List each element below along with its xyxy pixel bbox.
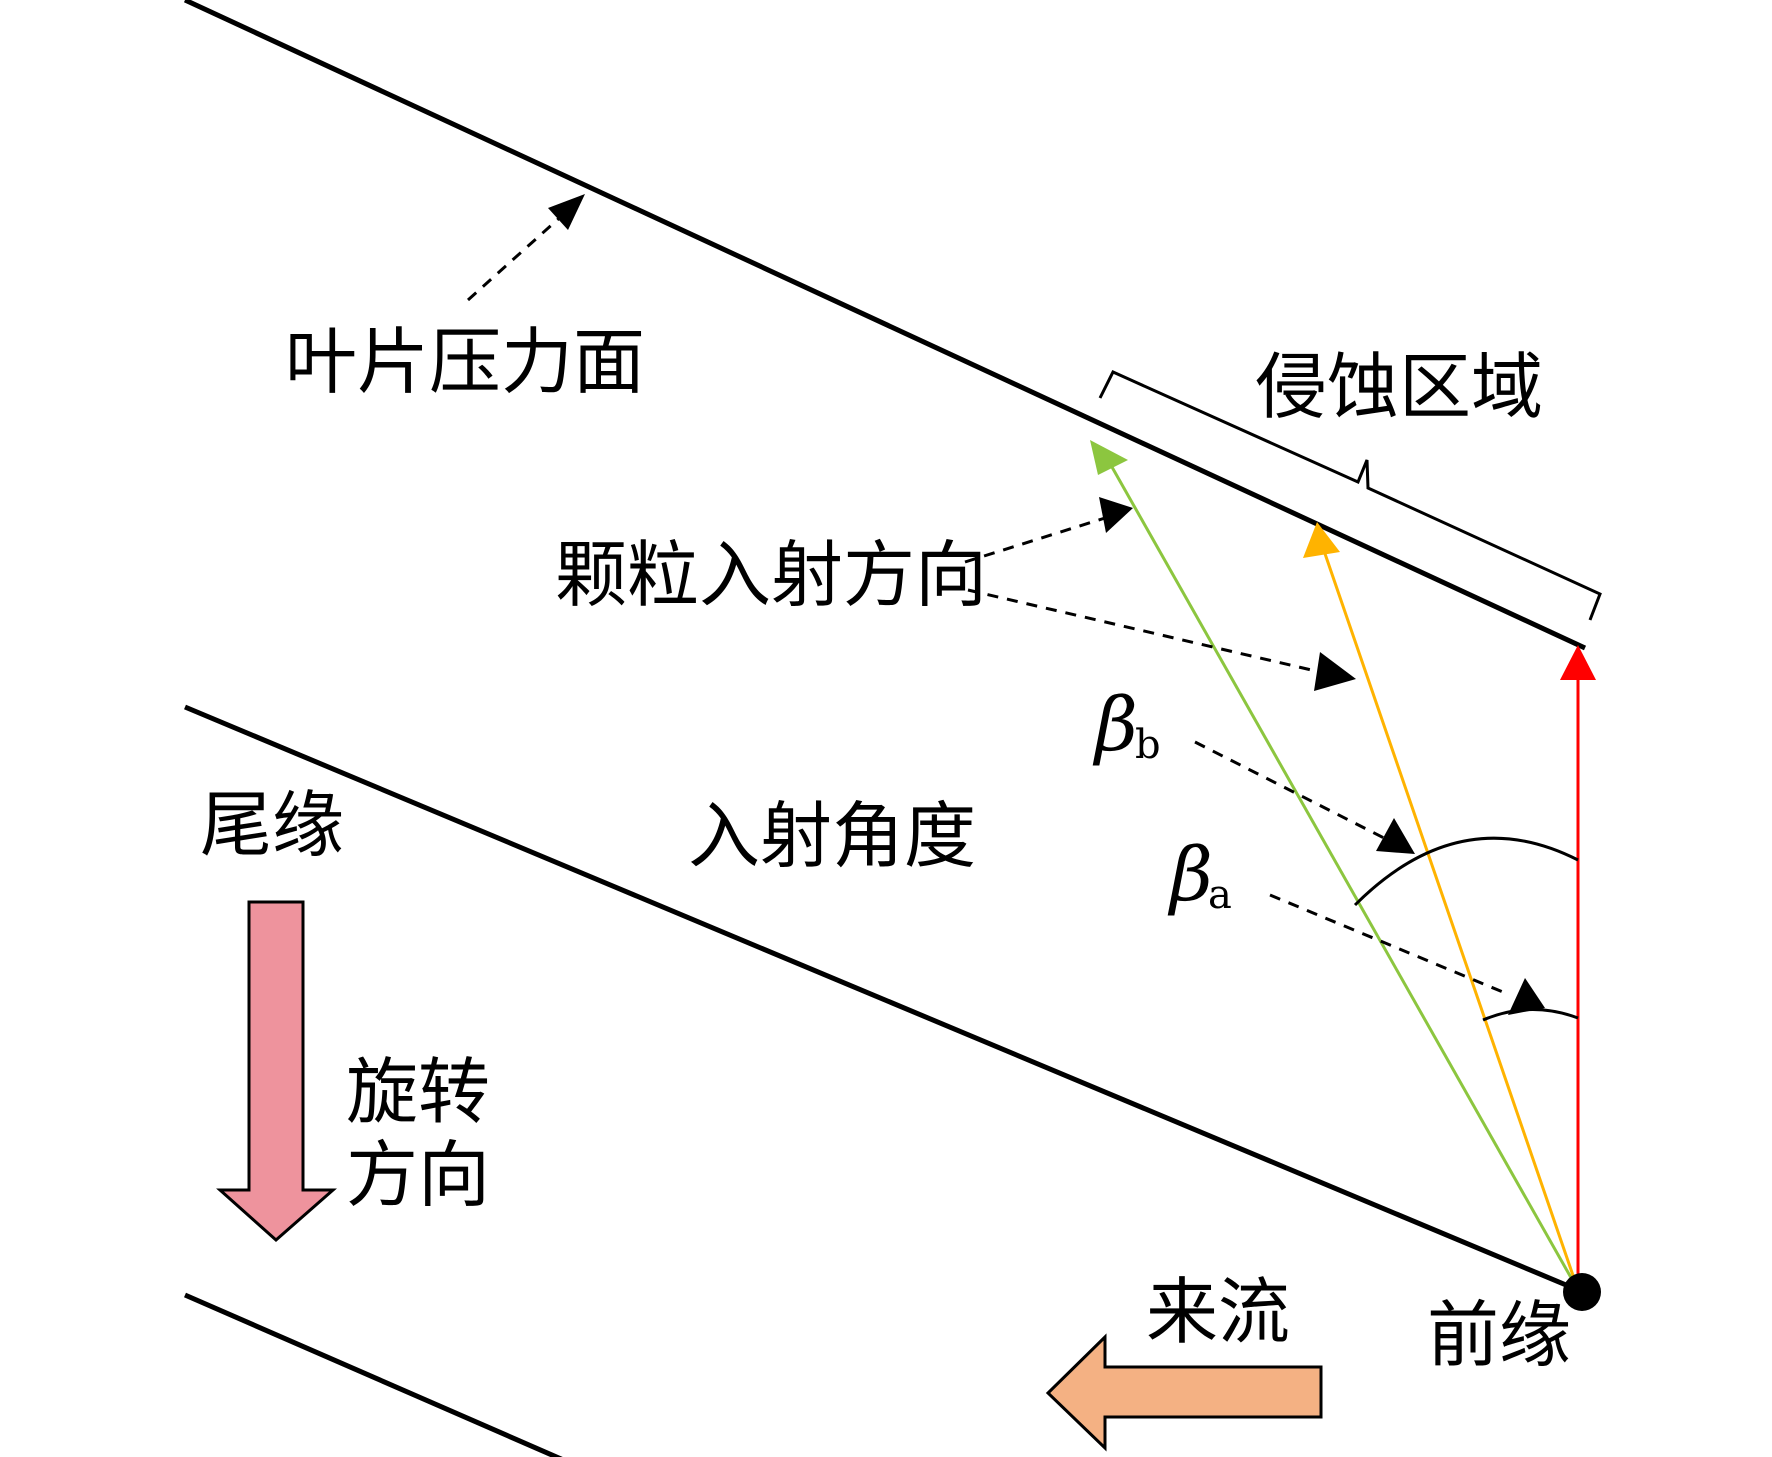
particle-arrowhead-red <box>1560 645 1596 680</box>
angle-arc-beta-b <box>1353 836 1579 907</box>
angle-arc-beta-a <box>1482 1008 1579 1022</box>
incoming-flow-label: 来流 <box>1146 1270 1290 1354</box>
beta-b-pointer-arrowhead <box>1376 818 1415 854</box>
beta-b-pointer-arrow <box>1194 740 1389 842</box>
beta-a-pointer-arrow <box>1269 893 1511 997</box>
particle-direction-pointer-arrowhead-yellow <box>1314 652 1356 691</box>
beta-a-subscript: a <box>1208 872 1232 918</box>
trailing-edge-label: 尾缘 <box>200 783 344 867</box>
erosion-zone-brace <box>1098 370 1602 621</box>
pressure-surface-pointer-arrowhead <box>548 194 585 230</box>
erosion-zone-label: 侵蚀区域 <box>1255 345 1543 429</box>
particle-arrowhead-yellow <box>1303 522 1340 558</box>
rotation-direction-label-line1: 旋转 <box>346 1050 490 1134</box>
leading-edge-point <box>1563 1273 1601 1311</box>
rotation-direction-label-line2: 方向 <box>346 1133 490 1217</box>
blade-pressure-surface-line <box>183 0 1587 651</box>
pressure-surface-pointer-arrow <box>466 210 568 302</box>
blade-suction-surface-line <box>184 704 1579 1293</box>
particle-incidence-direction-label: 颗粒入射方向 <box>555 533 987 617</box>
leading-edge-label: 前缘 <box>1427 1293 1571 1377</box>
particle-direction-pointer-arrow-green <box>964 516 1106 564</box>
particle-trajectory-yellow <box>1320 544 1580 1291</box>
beta-a-symbol: β <box>1167 832 1213 918</box>
beta-b-subscript: b <box>1135 722 1161 768</box>
beta-b-symbol: β <box>1092 682 1138 768</box>
incoming-flow-arrow <box>1045 1333 1323 1452</box>
blade-lower-line <box>184 1292 563 1457</box>
rotation-direction-arrow <box>216 900 337 1243</box>
particle-trajectory-green <box>1106 459 1580 1291</box>
particle-direction-pointer-arrow-yellow <box>967 588 1321 674</box>
pressure-surface-label: 叶片压力面 <box>285 320 645 404</box>
particle-direction-pointer-arrowhead-green <box>1099 497 1133 533</box>
particle-arrowhead-green <box>1090 440 1128 475</box>
incidence-angle-label: 入射角度 <box>688 794 976 878</box>
beta-a-pointer-arrowhead <box>1508 978 1545 1015</box>
